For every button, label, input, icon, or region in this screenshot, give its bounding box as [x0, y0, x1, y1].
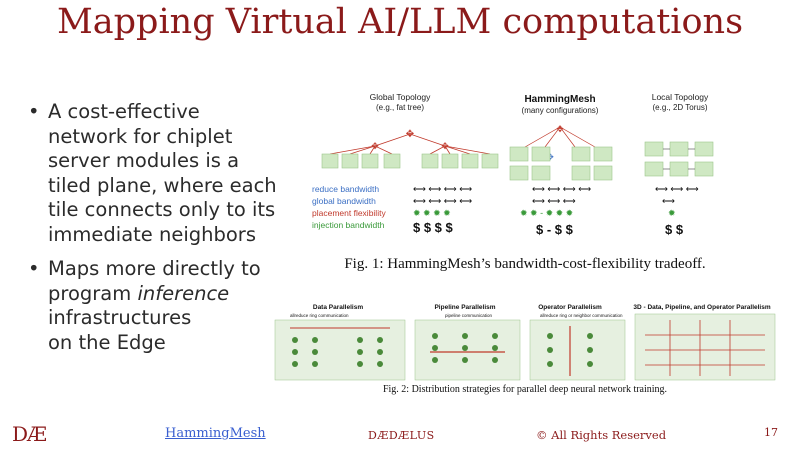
fig1-topology-diagram: Global Topology (e.g., fat tree) Hamming…: [312, 92, 714, 237]
hammingmesh-title: HammingMesh: [524, 94, 595, 105]
svg-text:✥: ✥: [406, 129, 414, 140]
svg-text:allreduce ring or neighbor com: allreduce ring or neighbor communication: [540, 313, 623, 318]
svg-text:3D - Data, Pipeline, and Opera: 3D - Data, Pipeline, and Operator Parall…: [633, 304, 770, 311]
footer-logo: DÆ: [12, 422, 47, 446]
legend-injection-bandwidth: injection bandwidth: [312, 220, 385, 230]
fig1-caption: Fig. 1: HammingMesh’s bandwidth-cost-fle…: [344, 256, 706, 272]
bullet-item: Maps more directly to program inference …: [28, 257, 278, 355]
svg-text:⟷ ⟷ ⟷ ⟷: ⟷ ⟷ ⟷ ⟷: [413, 184, 472, 194]
svg-text:✹: ✹: [668, 208, 676, 218]
svg-text:⟷ ⟷ ⟷ ⟷: ⟷ ⟷ ⟷ ⟷: [413, 196, 472, 206]
footer-link-hammingmesh[interactable]: HammingMesh: [165, 426, 266, 441]
svg-text:allreduce ring communication: allreduce ring communication: [290, 313, 349, 318]
svg-text:✹ ✹ ✹ ✹: ✹ ✹ ✹ ✹: [413, 208, 451, 218]
svg-text:pipeline communication: pipeline communication: [445, 313, 493, 318]
svg-text:⟷ ⟷ ⟷: ⟷ ⟷ ⟷: [532, 196, 576, 206]
page-number: 17: [764, 426, 778, 439]
local-topology-title: Local Topology: [652, 92, 709, 102]
bullet-list: A cost-effective network for chiplet ser…: [28, 100, 278, 365]
hammingmesh-diagram: ✥ ✥: [509, 124, 613, 181]
fig2-parallelism-diagram: Data Parallelism allreduce ring communic…: [274, 304, 776, 381]
torus-cost: $ $: [665, 222, 684, 237]
fat-tree-diagram: ✥ ✥ ✥: [321, 129, 499, 169]
torus-diagram: [644, 141, 714, 177]
svg-text:✥: ✥: [441, 141, 449, 151]
hammingmesh-sub: (many configurations): [522, 106, 599, 115]
global-cost: $ $ $ $: [413, 220, 454, 235]
svg-text:⟷: ⟷: [662, 196, 675, 206]
panel-data-parallelism: Data Parallelism allreduce ring communic…: [274, 304, 406, 381]
svg-text:Pipeline Parallelism: Pipeline Parallelism: [434, 304, 495, 311]
hammingmesh-metrics: ⟷ ⟷ ⟷ ⟷ ⟷ ⟷ ⟷ ✹ ✹ - ✹ ✹ ✹: [520, 184, 591, 218]
svg-text:⟷ ⟷ ⟷ ⟷: ⟷ ⟷ ⟷ ⟷: [532, 184, 591, 194]
svg-text:Data Parallelism: Data Parallelism: [313, 304, 363, 311]
hammingmesh-cost: $ - $ $: [536, 222, 574, 237]
svg-text:Operator Parallelism: Operator Parallelism: [538, 304, 602, 311]
footer-brand: DÆDÆLUS: [368, 429, 435, 442]
torus-metrics: ⟷ ⟷ ⟷ ⟷ ✹: [655, 184, 699, 218]
local-topology-sub: (e.g., 2D Torus): [653, 103, 708, 112]
global-metrics: ⟷ ⟷ ⟷ ⟷ ⟷ ⟷ ⟷ ⟷ ✹ ✹ ✹ ✹: [413, 184, 472, 218]
svg-text:✥: ✥: [556, 124, 564, 134]
panel-3d-parallelism: 3D - Data, Pipeline, and Operator Parall…: [633, 304, 776, 381]
legend-reduce-bandwidth: reduce bandwidth: [312, 184, 379, 194]
legend-global-bandwidth: global bandwidth: [312, 196, 376, 206]
svg-text:✥: ✥: [371, 141, 379, 151]
svg-text:✹ ✹ - ✹ ✹ ✹: ✹ ✹ - ✹ ✹ ✹: [520, 208, 574, 218]
bullet-item: A cost-effective network for chiplet ser…: [28, 100, 278, 247]
fig2-caption: Fig. 2: Distribution strategies for para…: [382, 384, 668, 395]
legend-placement-flexibility: placement flexibility: [312, 208, 386, 218]
global-topology-title: Global Topology: [370, 92, 432, 102]
panel-pipeline-parallelism: Pipeline Parallelism pipeline communicat…: [414, 304, 521, 381]
panel-operator-parallelism: Operator Parallelism allreduce ring or n…: [529, 304, 626, 381]
slide-title: Mapping Virtual AI/LLM computations: [56, 2, 744, 42]
footer-copyright: © All Rights Reserved: [536, 428, 667, 442]
svg-text:⟷ ⟷ ⟷: ⟷ ⟷ ⟷: [655, 184, 699, 194]
global-topology-sub: (e.g., fat tree): [376, 103, 424, 112]
